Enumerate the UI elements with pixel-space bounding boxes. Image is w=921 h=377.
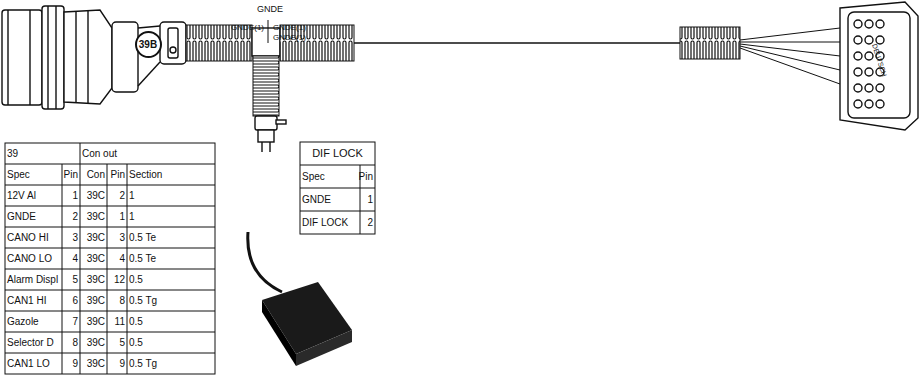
conduit — [680, 27, 740, 59]
table-cell: 1 — [360, 188, 375, 211]
table-cell: Con — [80, 164, 107, 185]
table-cell: 39C — [80, 311, 107, 332]
round-connector — [2, 6, 186, 109]
table-cell: Section — [127, 164, 215, 185]
table-cell: 39C — [80, 353, 107, 374]
table-cell: 6 — [62, 290, 80, 311]
table-cell: CAN1 LO — [5, 353, 62, 374]
pedal-switch — [262, 282, 352, 366]
table-grid — [5, 142, 375, 374]
table-cell: 0.5 Tg — [127, 353, 215, 374]
table-cell: 12 — [107, 269, 127, 290]
maker-mark: DEUTSCH — [868, 35, 893, 86]
table-cell: 3 — [62, 227, 80, 248]
table-cell: 1 — [127, 206, 215, 227]
small-connector — [255, 116, 286, 152]
table-cell: Gazole — [5, 311, 62, 332]
table-cell: 5 — [62, 269, 80, 290]
table-cell: 1 — [62, 185, 80, 206]
table-cell: 0.5 — [127, 269, 215, 290]
leader-line — [268, 20, 269, 43]
table-cell: 39C — [80, 185, 107, 206]
table-cell: DIF LOCK — [300, 211, 360, 234]
table-cell: Pin — [62, 164, 80, 185]
pedal-cable — [248, 232, 282, 292]
table-cell: Spec — [5, 164, 62, 185]
table-cell: Alarm Displ — [5, 269, 62, 290]
connector-id-circle: 39B — [135, 31, 162, 58]
table-cell: CAN1 HI — [5, 290, 62, 311]
table-cell: GNDE — [5, 206, 62, 227]
table-cell: 39C — [80, 290, 107, 311]
branch-conduit — [253, 56, 279, 116]
connector-id: 39B — [139, 39, 157, 50]
table-cell: 0.5 Te — [127, 248, 215, 269]
table-cell: DIF LOCK — [300, 142, 375, 165]
table-cell: 2 — [62, 206, 80, 227]
table-cell: 9 — [62, 353, 80, 374]
table-cell: 0.5 — [127, 332, 215, 353]
table-cell: 9 — [107, 353, 127, 374]
table-cell: 2 — [107, 185, 127, 206]
table-cell: 39C — [80, 248, 107, 269]
table-cell: 8 — [107, 290, 127, 311]
wire-label: GNDE — [250, 3, 290, 15]
table-cell: Pin — [107, 164, 127, 185]
table-cell: 0.5 — [127, 311, 215, 332]
table-cell: 4 — [107, 248, 127, 269]
table-cell: 39C — [80, 206, 107, 227]
deutsch-connector — [840, 2, 918, 130]
table-cell: 0.5 Tg — [127, 290, 215, 311]
table-cell: Con out — [80, 143, 215, 164]
table-cell: Pin — [360, 165, 375, 188]
table-cell: 39C — [80, 332, 107, 353]
table-cell: 1 — [127, 185, 215, 206]
table-cell: 8 — [62, 332, 80, 353]
table-cell: 1 — [107, 206, 127, 227]
wire-label: GNDE(1) — [222, 23, 266, 33]
table-cell: 2 — [360, 211, 375, 234]
table-cell: 5 — [107, 332, 127, 353]
table-cell: Spec — [300, 165, 360, 188]
table-cell: 4 — [62, 248, 80, 269]
table-cell: CANO LO — [5, 248, 62, 269]
table-cell: Selector D — [5, 332, 62, 353]
table-cell: 39 — [5, 143, 80, 164]
wire-label: GNDE(1) — [271, 23, 315, 33]
table-cell: 12V Al — [5, 185, 62, 206]
table-cell: 7 — [62, 311, 80, 332]
table-cell: 39C — [80, 227, 107, 248]
wire-fan — [740, 28, 840, 84]
table-cell: CANO HI — [5, 227, 62, 248]
table-cell: GNDE — [300, 188, 360, 211]
wire — [354, 42, 680, 43]
wire-label: GNDE(1) — [271, 33, 315, 43]
table-cell: 0.5 Te — [127, 227, 215, 248]
table-cell: 3 — [107, 227, 127, 248]
table-cell: 11 — [107, 311, 127, 332]
table-cell: 39C — [80, 269, 107, 290]
